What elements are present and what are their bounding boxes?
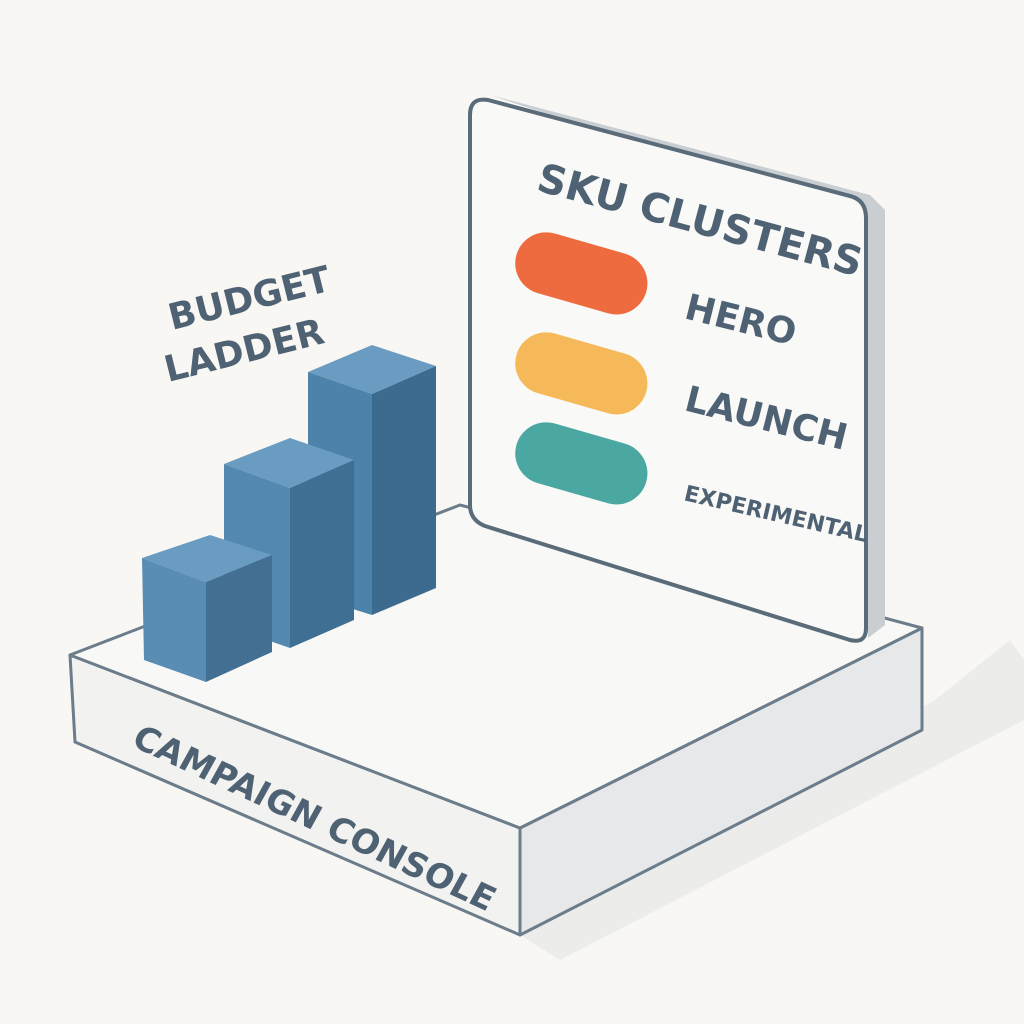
panel-face — [468, 97, 868, 643]
bar-low — [142, 535, 272, 682]
sku-panel: SKU CLUSTERS HERO LAUNCH EXPERIMENTAL — [468, 95, 885, 643]
hero-pill — [515, 232, 648, 315]
experimental-pill — [515, 422, 648, 505]
launch-pill — [515, 332, 648, 415]
